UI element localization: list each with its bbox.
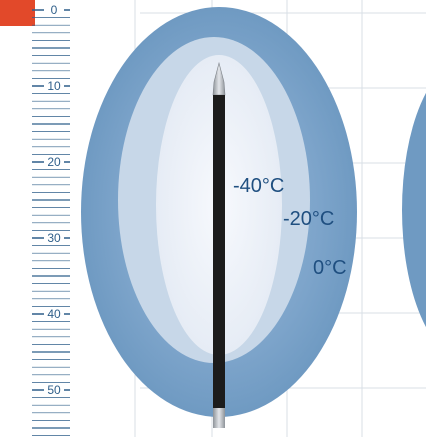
ruler-label: 20 [47, 155, 61, 169]
label-minus-40: -40°C [233, 175, 284, 197]
ruler-labels: 0 10 20 30 40 50 [44, 3, 64, 397]
ruler-label-bg [44, 231, 64, 245]
ruler-label: 10 [47, 79, 61, 93]
orange-marker [0, 0, 35, 26]
ruler-label-bg [44, 3, 64, 17]
adjacent-ice-ball [402, 92, 426, 328]
ruler-label-bg [44, 307, 64, 321]
ruler-label: 40 [47, 307, 61, 321]
ruler-label-bg [44, 155, 64, 169]
ruler-label-bg [44, 383, 64, 397]
ruler-label: 50 [47, 383, 61, 397]
cryo-probe-icon [212, 61, 226, 428]
ruler-label: 0 [51, 3, 58, 17]
label-minus-20: -20°C [283, 208, 334, 230]
ruler-label: 30 [47, 231, 61, 245]
label-zero: 0°C [313, 257, 347, 279]
ruler [32, 9, 70, 436]
ruler-label-bg [44, 79, 64, 93]
